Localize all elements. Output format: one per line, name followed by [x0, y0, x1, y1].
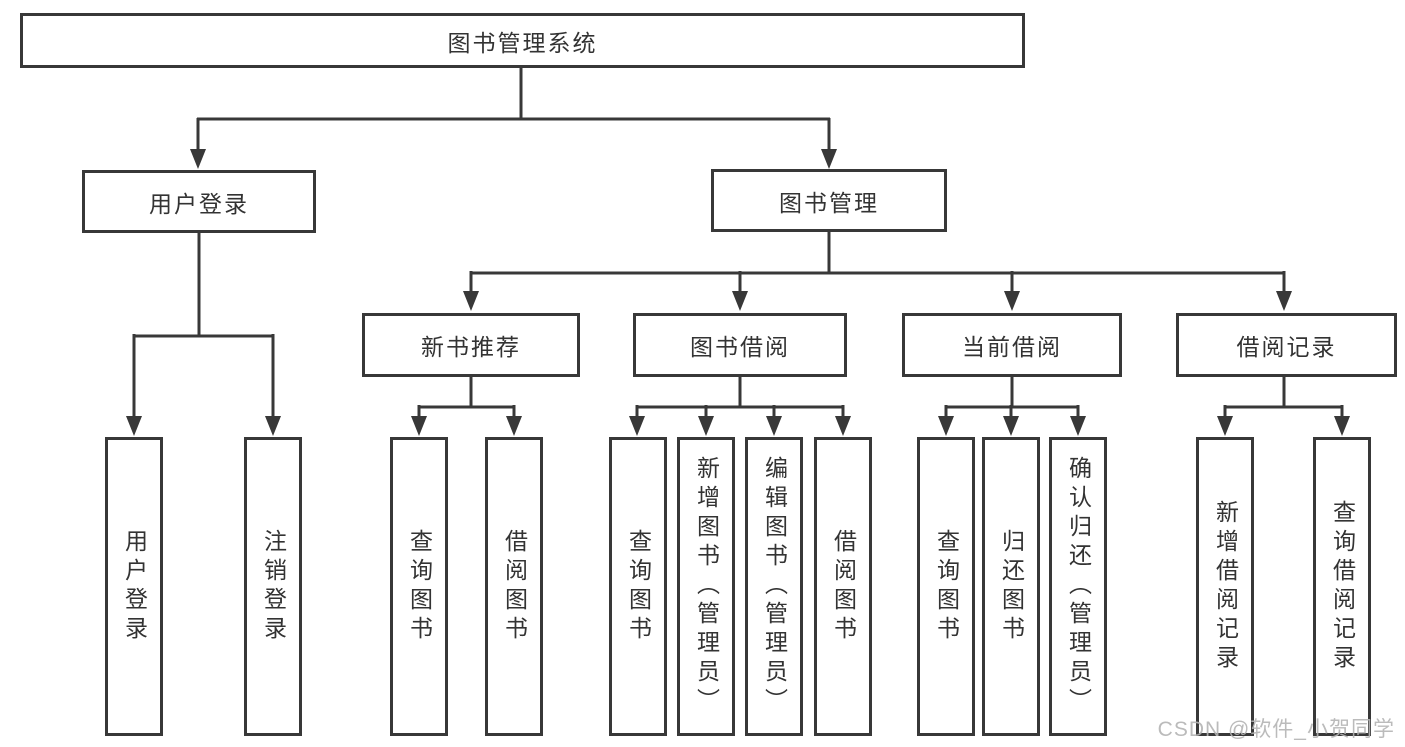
- leaf-add-book-admin: 新增图书（管理员）: [677, 437, 735, 736]
- node-user-login: 用户登录: [82, 170, 316, 233]
- leaf-query-books-recommend: 查询图书: [390, 437, 448, 736]
- node-current-borrow: 当前借阅: [902, 313, 1122, 377]
- leaf-edit-book-admin: 编辑图书（管理员）: [745, 437, 803, 736]
- connector-root-to-level2: [190, 66, 837, 169]
- node-book-borrow: 图书借阅: [633, 313, 847, 377]
- leaf-user-login: 用户登录: [105, 437, 163, 736]
- connector-book-borrow-to-leaves: [629, 375, 851, 436]
- csdn-watermark: CSDN @软件_小贺同学: [1157, 718, 1395, 741]
- node-book-management: 图书管理: [711, 169, 947, 232]
- leaf-borrow-books-borrow: 借阅图书: [814, 437, 872, 736]
- leaf-borrow-books-recommend: 借阅图书: [485, 437, 543, 736]
- connector-new-book-recommend-to-leaves: [411, 375, 522, 436]
- connector-user-login-to-leaves: [126, 232, 281, 436]
- leaf-add-borrow-record: 新增借阅记录: [1196, 437, 1254, 736]
- leaf-return-book: 归还图书: [982, 437, 1040, 736]
- leaf-query-books-borrow: 查询图书: [609, 437, 667, 736]
- leaf-query-borrow-record: 查询借阅记录: [1313, 437, 1371, 736]
- node-new-book-recommend: 新书推荐: [362, 313, 580, 377]
- connector-current-borrow-to-leaves: [938, 375, 1086, 436]
- leaf-confirm-return-admin: 确认归还（管理员）: [1049, 437, 1107, 736]
- node-borrow-records: 借阅记录: [1176, 313, 1397, 377]
- node-library-system: 图书管理系统: [20, 13, 1025, 68]
- leaf-logout: 注销登录: [244, 437, 302, 736]
- connector-book-management-to-level3: [463, 232, 1292, 311]
- leaf-query-books-current: 查询图书: [917, 437, 975, 736]
- connector-borrow-records-to-leaves: [1217, 375, 1350, 436]
